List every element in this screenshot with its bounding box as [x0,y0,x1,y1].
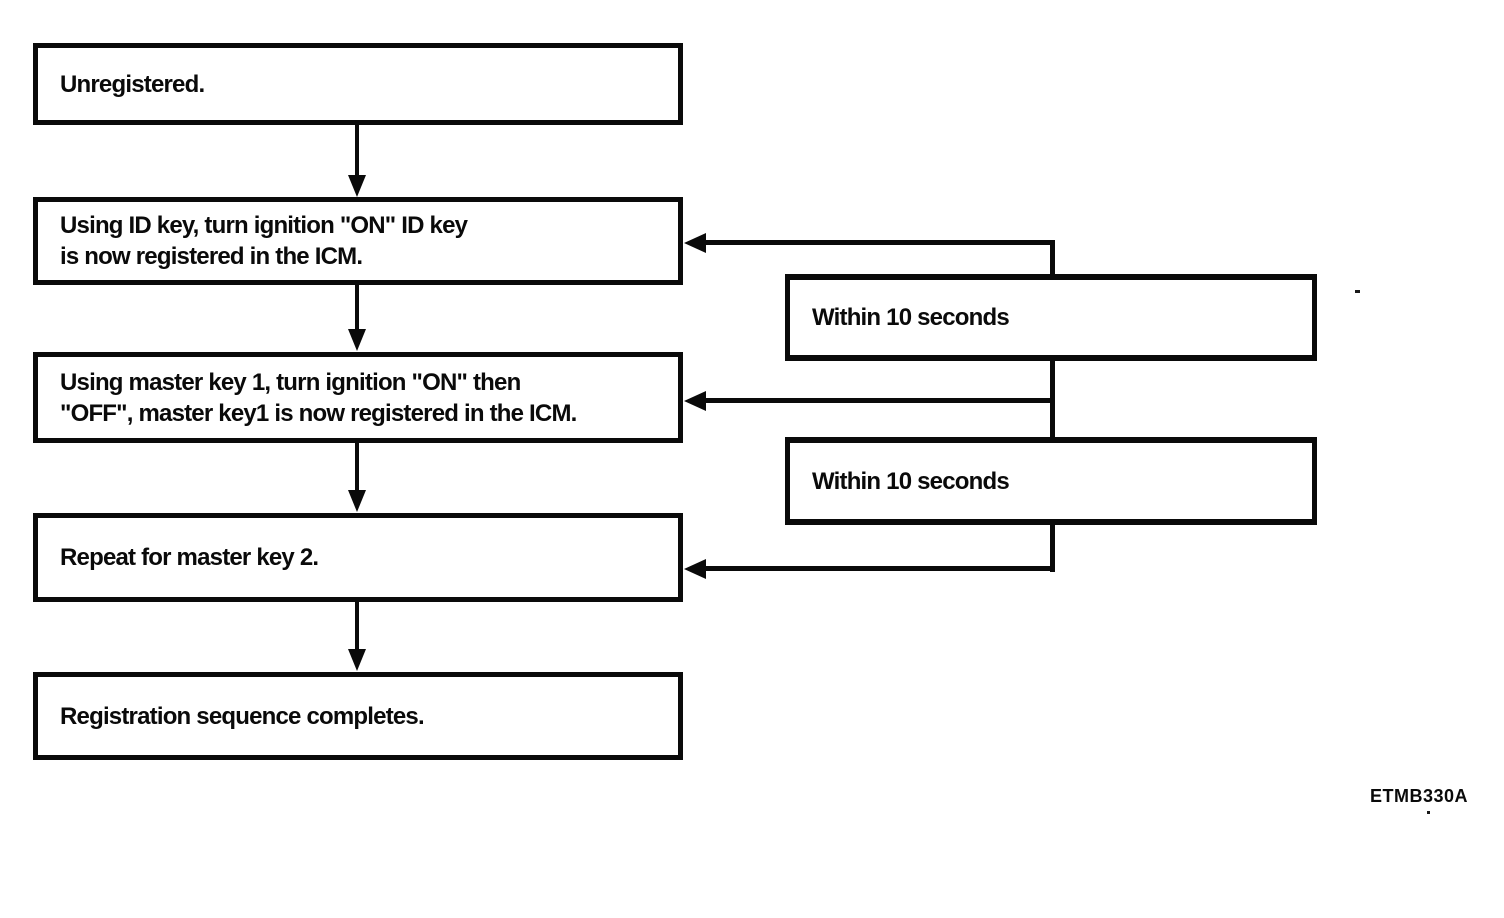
connector-line-step2-step3 [355,285,359,333]
left-arrow-icon [684,559,706,579]
flow-step-text: Repeat for master key 2. [60,544,319,571]
timer-box-2: Within 10 seconds [785,437,1317,525]
flow-step-text-line1: Using ID key, turn ignition "ON" ID key [60,212,468,239]
flow-step-text-line2: is now registered in the ICM. [60,243,363,270]
left-arrow-icon [684,233,706,253]
down-arrow-icon [348,329,366,351]
flow-step-register-master-key-1: Using master key 1, turn ignition "ON" t… [33,352,683,443]
connector-line-step4-step5 [355,602,359,653]
flow-step-registration-complete: Registration sequence completes. [33,672,683,760]
flow-step-text-line2: "OFF", master key1 is now registered in … [60,399,577,427]
flow-step-register-id-key: Using ID key, turn ignition "ON" ID key … [33,197,683,285]
return-line-to-step3 [704,398,1055,403]
flow-step-text: Registration sequence completes. [60,702,425,730]
connector-line-step3-step4 [355,443,359,494]
timer-box-1: Within 10 seconds [785,274,1317,361]
timer-trunk-line [1050,240,1055,572]
scan-speck [1355,290,1360,293]
down-arrow-icon [348,490,366,512]
left-arrow-icon [684,391,706,411]
scan-speck [1427,811,1430,814]
flow-step-repeat-master-key-2: Repeat for master key 2. [33,513,683,602]
flow-step-unregistered: Unregistered. [33,43,683,125]
timer-label: Within 10 seconds [812,467,1010,495]
return-line-to-step2 [704,240,1055,245]
flow-step-text: Unregistered. [60,70,205,98]
return-line-to-step4 [704,566,1055,571]
timer-label: Within 10 seconds [812,304,1010,331]
figure-code-label: ETMB330A [1370,786,1469,806]
connector-line-step1-step2 [355,125,359,180]
down-arrow-icon [348,649,366,671]
down-arrow-icon [348,175,366,197]
flow-step-text-line1: Using master key 1, turn ignition "ON" t… [60,368,521,396]
